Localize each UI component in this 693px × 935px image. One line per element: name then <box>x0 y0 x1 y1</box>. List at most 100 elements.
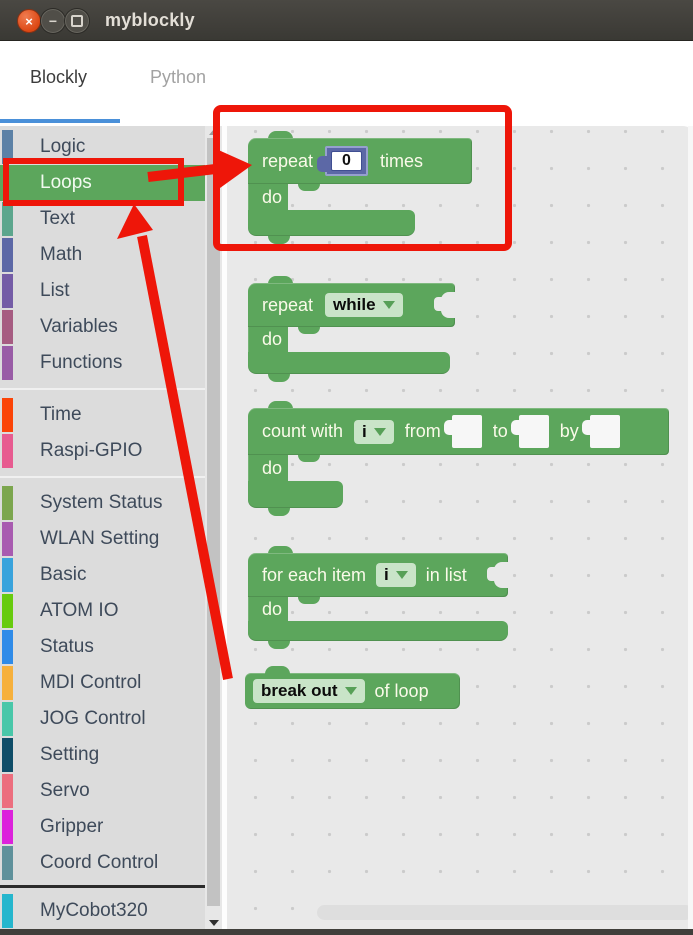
block-do-label: do <box>262 329 283 349</box>
block-label: to <box>492 421 508 441</box>
block-for-each[interactable]: for each item i in list do <box>248 546 511 649</box>
maximize-icon[interactable] <box>65 9 89 33</box>
sidebar-item-label: List <box>40 280 70 301</box>
sidebar-item-label: Variables <box>40 316 118 337</box>
sidebar-item-wlan-setting[interactable]: WLAN Setting <box>0 521 205 557</box>
sidebar-item-coord-control[interactable]: Coord Control <box>0 845 205 881</box>
sidebar-item-mycobot320[interactable]: MyCobot320 <box>0 893 205 929</box>
block-repeat-while[interactable]: repeat while do <box>248 276 458 382</box>
sidebar-item-label: WLAN Setting <box>40 528 160 549</box>
sidebar-separator <box>0 469 205 485</box>
sidebar-separator <box>0 381 205 397</box>
sidebar-item-label: Loops <box>40 172 92 193</box>
block-break-out[interactable]: break out of loop <box>245 666 460 709</box>
titlebar: × − myblockly <box>0 0 693 41</box>
sidebar-item-time[interactable]: Time <box>0 397 205 433</box>
sidebar-item-label: MDI Control <box>40 672 142 693</box>
category-color-swatch <box>2 486 13 520</box>
number-field[interactable]: 0 <box>331 151 362 171</box>
sidebar-item-variables[interactable]: Variables <box>0 309 205 345</box>
block-label: by <box>559 421 579 441</box>
workspace-horizontal-scrollbar[interactable] <box>317 905 693 920</box>
category-color-swatch <box>2 738 13 772</box>
dropdown-field[interactable]: while <box>325 293 403 317</box>
category-color-swatch <box>2 310 13 344</box>
sidebar-item-servo[interactable]: Servo <box>0 773 205 809</box>
blockly-workspace: repeat 0 times do repeat while do <box>227 126 693 929</box>
tab-python[interactable]: Python <box>150 67 207 87</box>
block-count-with[interactable]: count with i from to by do <box>248 401 673 516</box>
block-label: repeat <box>262 150 314 171</box>
value-input-socket <box>443 415 482 448</box>
annotation-rect-repeat-block <box>213 105 512 251</box>
block-label: for each item <box>262 564 367 585</box>
sidebar-item-label: System Status <box>40 492 163 513</box>
sidebar-item-list[interactable]: List <box>0 273 205 309</box>
sidebar-item-math[interactable]: Math <box>0 237 205 273</box>
scroll-down-arrow-icon[interactable] <box>209 920 219 926</box>
sidebar-item-raspi-gpio[interactable]: Raspi-GPIO <box>0 433 205 469</box>
sidebar-item-text[interactable]: Text <box>0 201 205 237</box>
category-color-swatch <box>2 202 13 236</box>
block-label: of loop <box>374 680 429 701</box>
sidebar-item-gripper[interactable]: Gripper <box>0 809 205 845</box>
block-label: times <box>379 150 423 171</box>
category-color-swatch <box>2 130 13 164</box>
sidebar-item-mdi-control[interactable]: MDI Control <box>0 665 205 701</box>
category-color-swatch <box>2 702 13 736</box>
block-bottom-notch <box>268 641 290 649</box>
sidebar-item-system-status[interactable]: System Status <box>0 485 205 521</box>
block-label: in list <box>425 564 467 585</box>
minimize-icon[interactable]: − <box>41 9 65 33</box>
block-repeat-times[interactable]: repeat 0 times do <box>248 131 478 244</box>
block-label: repeat <box>262 294 314 315</box>
sidebar-item-setting[interactable]: Setting <box>0 737 205 773</box>
sidebar-item-label: MyCobot320 <box>40 900 148 921</box>
category-color-swatch <box>2 846 13 880</box>
statement-notch <box>298 455 320 462</box>
value-input-socket <box>510 415 549 448</box>
sidebar-item-atom-io[interactable]: ATOM IO <box>0 593 205 629</box>
statement-notch <box>298 327 320 334</box>
variable-dropdown-field[interactable]: i <box>376 563 416 587</box>
sidebar-item-functions[interactable]: Functions <box>0 345 205 381</box>
block-top-notch <box>268 401 293 409</box>
workspace-vertical-scrollbar[interactable] <box>688 126 693 929</box>
block-label: count with <box>262 421 344 441</box>
sidebar-item-logic[interactable]: Logic <box>0 129 205 165</box>
sidebar-item-status[interactable]: Status <box>0 629 205 665</box>
sidebar-item-label: Servo <box>40 780 90 801</box>
category-color-swatch <box>2 666 13 700</box>
block-bottom-notch <box>268 374 290 382</box>
category-color-swatch <box>2 434 13 468</box>
flow-dropdown-field[interactable]: break out <box>253 679 365 703</box>
sidebar-item-label: Status <box>40 636 94 657</box>
sidebar-item-label: Math <box>40 244 83 265</box>
block-do-label: do <box>262 457 283 478</box>
close-icon[interactable]: × <box>17 9 41 33</box>
statement-notch <box>298 184 320 191</box>
sidebar-item-label: Gripper <box>40 816 104 837</box>
category-color-swatch <box>2 558 13 592</box>
sidebar-item-label: JOG Control <box>40 708 146 729</box>
sidebar-item-jog-control[interactable]: JOG Control <box>0 701 205 737</box>
sidebar-item-label: ATOM IO <box>40 600 119 621</box>
block-top-notch <box>268 546 293 554</box>
variable-dropdown-field[interactable]: i <box>354 419 394 444</box>
annotation-rect-loops <box>3 158 184 206</box>
category-color-swatch <box>2 810 13 844</box>
category-color-swatch <box>2 630 13 664</box>
sidebar-item-label: Logic <box>40 136 86 157</box>
maximize-square-glyph <box>71 15 83 27</box>
sidebar-scrollbar-thumb[interactable] <box>207 138 220 906</box>
sidebar-item-loops[interactable]: Loops <box>0 165 205 201</box>
block-top-notch <box>268 276 293 284</box>
sidebar-item-basic[interactable]: Basic <box>0 557 205 593</box>
sidebar-item-label: Setting <box>40 744 100 765</box>
list-input-socket <box>487 562 509 588</box>
category-color-swatch <box>2 894 13 928</box>
number-input-block[interactable]: 0 <box>317 146 368 176</box>
block-label: from <box>404 421 441 441</box>
tab-blockly[interactable]: Blockly <box>30 67 88 87</box>
